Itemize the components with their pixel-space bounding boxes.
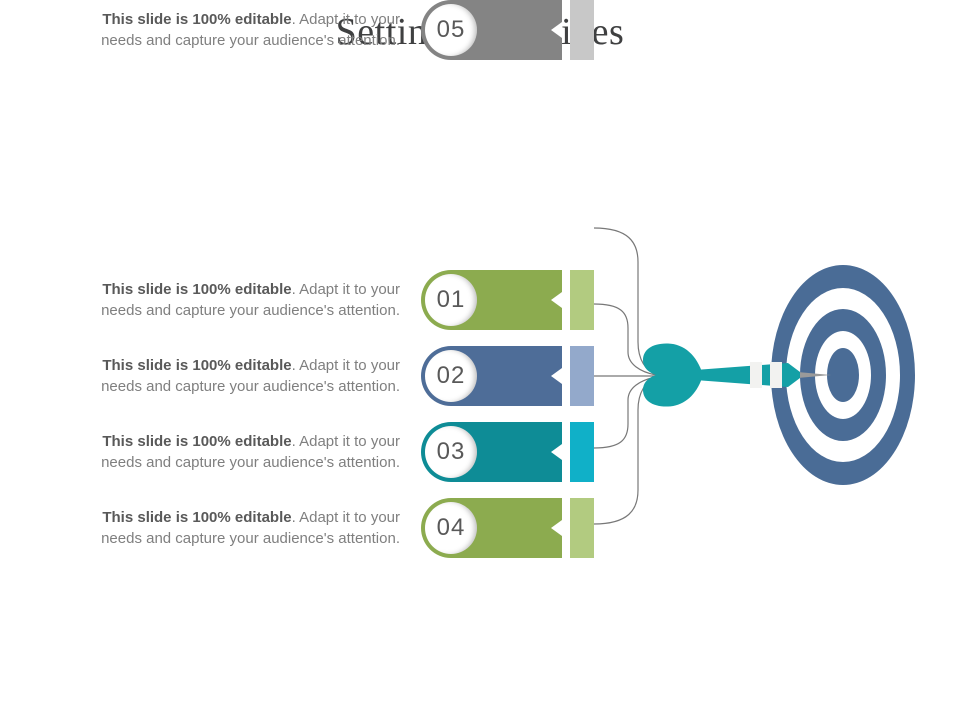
editable-claim-text: This slide is 100% editable: [102, 433, 292, 450]
description-text-line2: needs and capture your audience's attent…: [101, 454, 400, 471]
objective-bar-accent: [570, 0, 594, 60]
objective-bar: 03: [421, 422, 562, 482]
number-badge: 05: [425, 4, 477, 56]
description-text-line2: needs and capture your audience's attent…: [101, 302, 400, 319]
objective-bar: 04: [421, 498, 562, 558]
description-text-line2: needs and capture your audience's attent…: [101, 32, 400, 49]
number-badge: 02: [425, 350, 477, 402]
objective-description: This slide is 100% editable. Adapt it to…: [40, 9, 400, 51]
description-text: . Adapt it to your: [291, 11, 400, 28]
objective-bar-accent: [570, 346, 594, 406]
description-text: . Adapt it to your: [291, 281, 400, 298]
description-text: . Adapt it to your: [291, 509, 400, 526]
objective-description: This slide is 100% editable. Adapt it to…: [40, 507, 400, 549]
arrow-left-icon: [551, 22, 562, 38]
objective-bar-accent: [570, 422, 594, 482]
number-badge: 04: [425, 502, 477, 554]
arrow-left-icon: [551, 520, 562, 536]
number-label: 04: [436, 514, 466, 541]
number-label: 01: [436, 286, 466, 313]
description-text: . Adapt it to your: [291, 357, 400, 374]
arrow-left-icon: [551, 292, 562, 308]
objective-description: This slide is 100% editable. Adapt it to…: [40, 279, 400, 321]
objective-bar: 01: [421, 270, 562, 330]
objective-bar-accent: [570, 270, 594, 330]
objective-bar-accent: [570, 498, 594, 558]
objective-bar: 05: [421, 0, 562, 60]
objective-bar: 02: [421, 346, 562, 406]
objective-description: This slide is 100% editable. Adapt it to…: [40, 355, 400, 397]
objective-row-1: This slide is 100% editable. Adapt it to…: [0, 270, 960, 330]
number-label: 05: [436, 16, 466, 43]
objective-row-2: This slide is 100% editable. Adapt it to…: [0, 346, 960, 406]
arrow-left-icon: [551, 444, 562, 460]
description-text: . Adapt it to your: [291, 433, 400, 450]
objective-description: This slide is 100% editable. Adapt it to…: [40, 431, 400, 473]
number-badge: 01: [425, 274, 477, 326]
number-label: 03: [436, 438, 466, 465]
editable-claim-text: This slide is 100% editable: [102, 357, 292, 374]
objective-row-3: This slide is 100% editable. Adapt it to…: [0, 422, 960, 482]
objective-row-5: This slide is 100% editable. Adapt it to…: [0, 0, 960, 60]
number-badge: 03: [425, 426, 477, 478]
arrow-left-icon: [551, 368, 562, 384]
editable-claim-text: This slide is 100% editable: [102, 11, 292, 28]
objective-row-4: This slide is 100% editable. Adapt it to…: [0, 498, 960, 558]
editable-claim-text: This slide is 100% editable: [102, 281, 292, 298]
editable-claim-text: This slide is 100% editable: [102, 509, 292, 526]
description-text-line2: needs and capture your audience's attent…: [101, 378, 400, 395]
number-label: 02: [436, 362, 466, 389]
description-text-line2: needs and capture your audience's attent…: [101, 530, 400, 547]
